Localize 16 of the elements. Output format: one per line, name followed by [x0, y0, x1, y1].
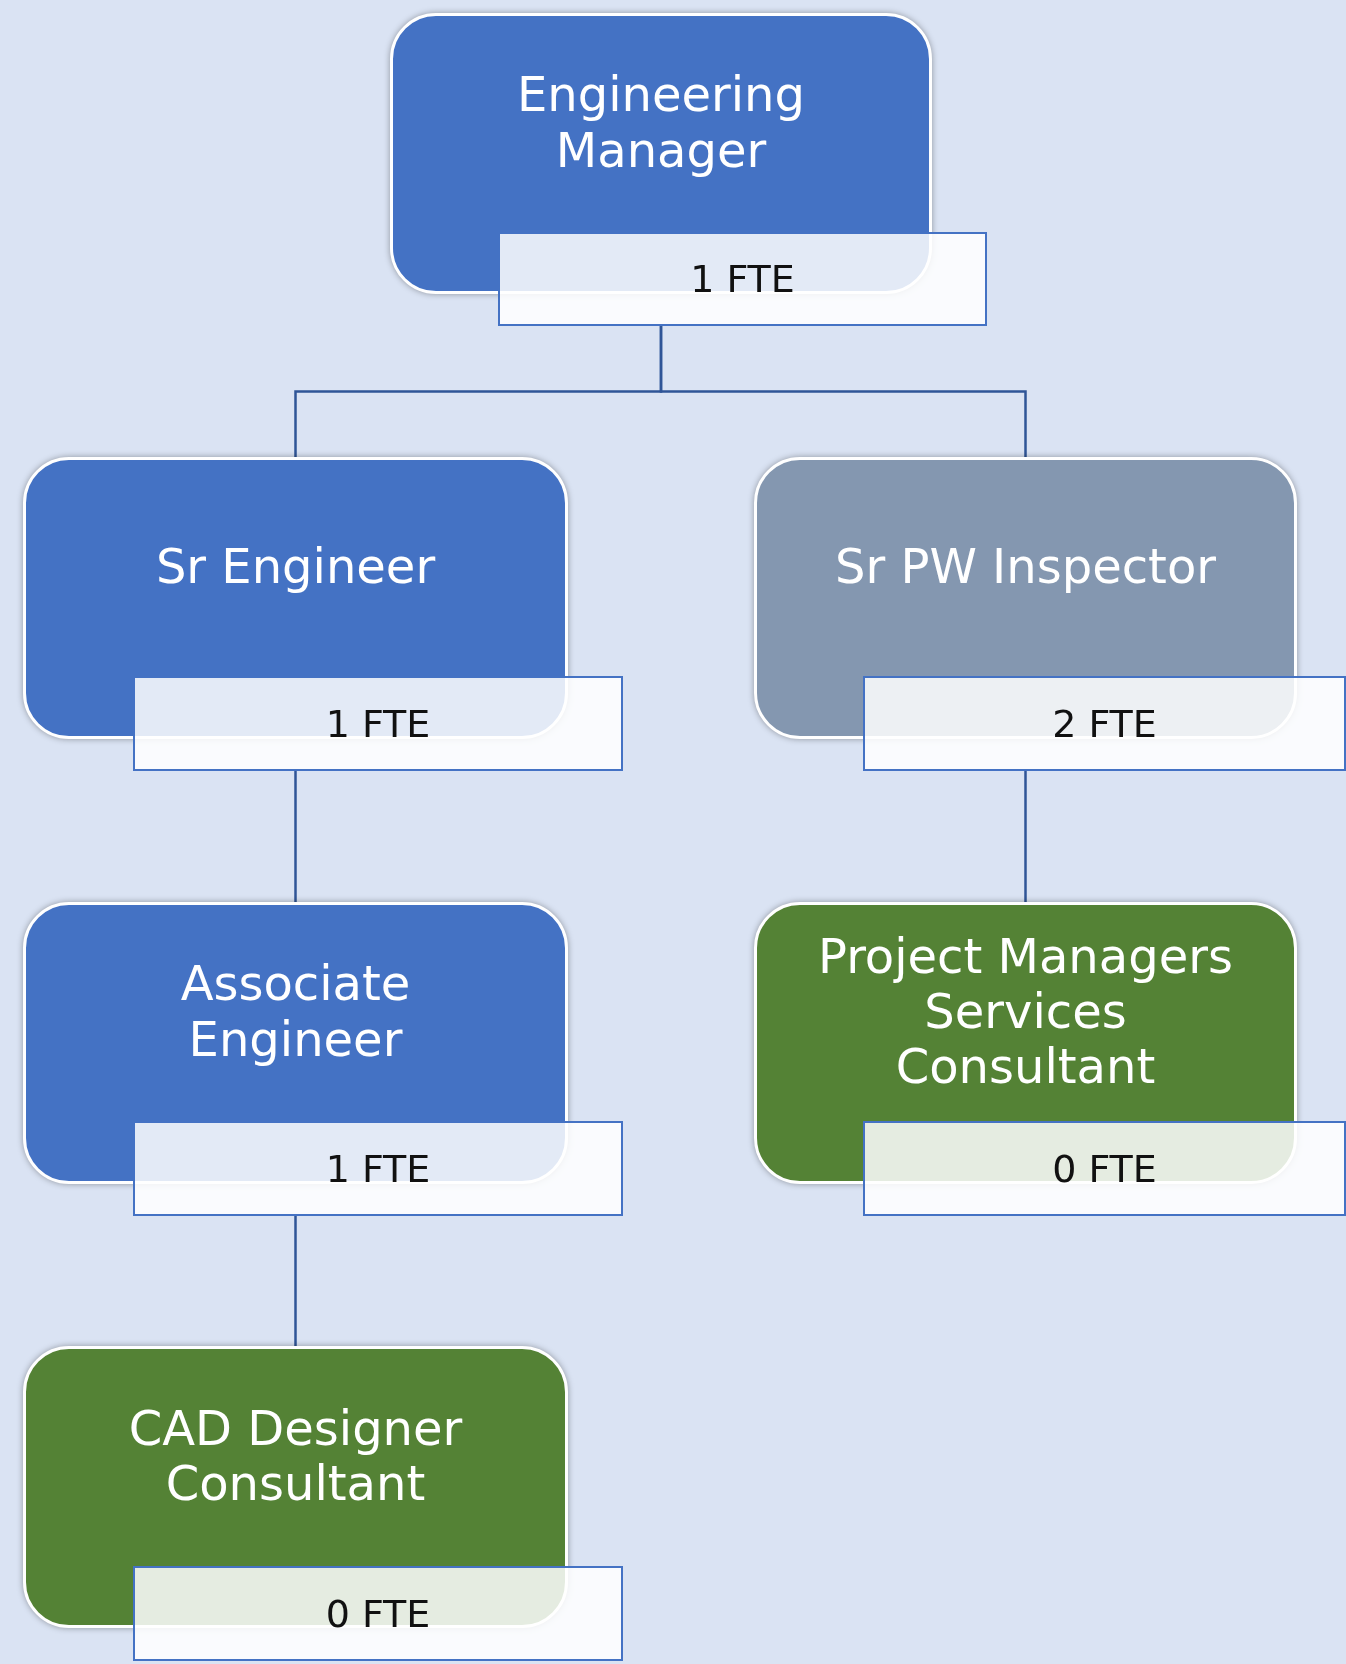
role-title: Project Managers Services Consultant [817, 928, 1234, 1095]
role-title: Sr PW Inspector [835, 538, 1216, 595]
headcount-tag: 1 FTE [498, 232, 987, 326]
role-title: Engineering Manager [516, 67, 806, 178]
headcount-tag: 2 FTE [863, 676, 1346, 771]
headcount-tag: 0 FTE [863, 1121, 1346, 1216]
role-title: Sr Engineer [155, 538, 436, 595]
connector-line [294, 1216, 297, 1346]
headcount-tag: 1 FTE [133, 1121, 623, 1216]
connector-line [1024, 771, 1027, 902]
headcount-tag: 1 FTE [133, 676, 623, 771]
headcount-tag: 0 FTE [133, 1566, 623, 1661]
role-title: CAD Designer Consultant [127, 1400, 464, 1512]
connector-line [659, 326, 1027, 457]
connector-line [294, 771, 297, 902]
role-title: Associate Engineer [179, 956, 412, 1067]
